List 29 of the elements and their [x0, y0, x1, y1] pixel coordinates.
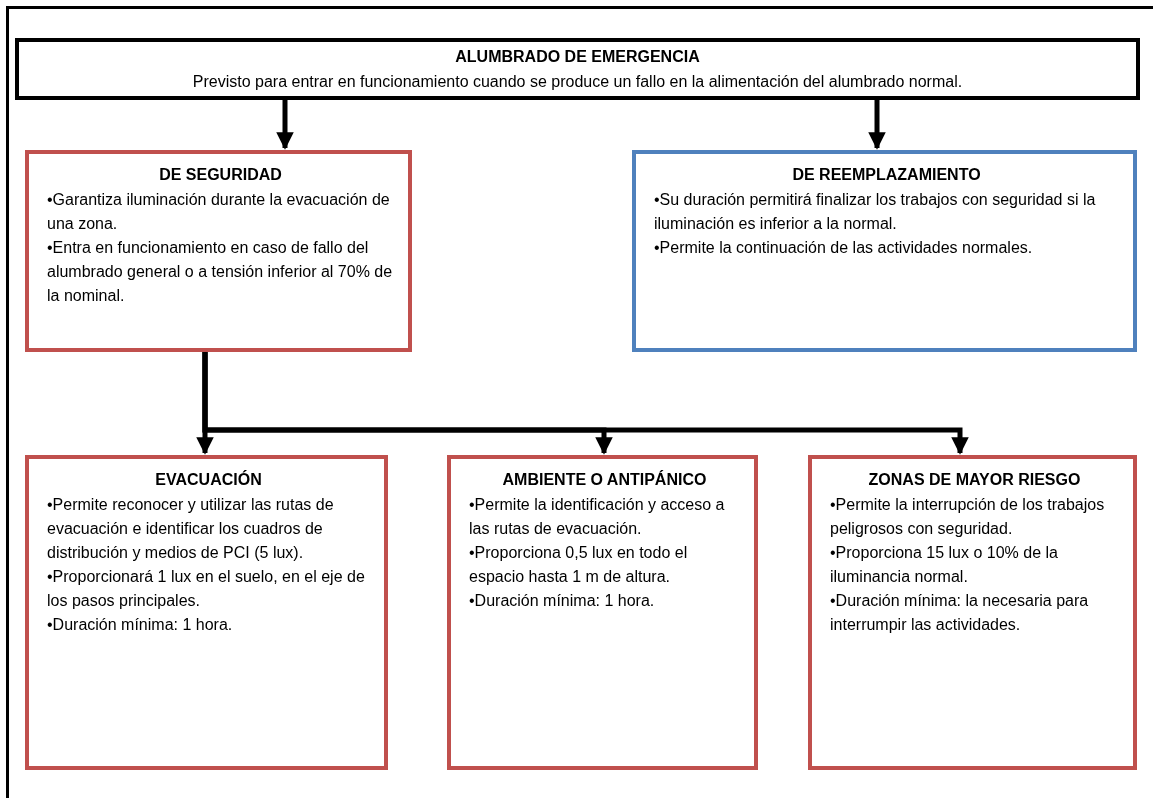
bullet-text: •Permite la identificación y acceso a las rutas de evacuación. [469, 494, 726, 539]
bullet-text: •Proporciona 15 lux o 10% de la iluminancia normal. [830, 542, 1059, 587]
category-box [632, 150, 1137, 352]
arrow [202, 352, 969, 455]
arrow [868, 100, 886, 150]
bullet-text: •Garantiza iluminación durante la evacuación de una zona. [47, 189, 391, 234]
box-heading: ZONAS DE MAYOR RIESGO [867, 470, 1082, 490]
box-heading: ALUMBRADO DE EMERGENCIA [454, 47, 701, 67]
box-heading: AMBIENTE O ANTIPÁNICO [501, 469, 708, 490]
category-box [25, 455, 388, 770]
bullet-text: •Duración mínima: 1 hora. [469, 590, 656, 611]
bullet-text: •Duración mínima: la necesaria para interrumpir las actividades. [830, 590, 1090, 635]
bullet-text: •Su duración permitirá finalizar los trabajos con seguridad si la iluminación es inferior a la normal. [654, 189, 1097, 234]
category-box [808, 455, 1137, 770]
box-description: Previsto para entrar en funcionamiento cuando se produce un fallo en la alimentación del alumbrado normal. [191, 71, 964, 92]
bullet-text: •Permite la interrupción de los trabajos peligrosos con seguridad. [830, 494, 1106, 539]
bullet-text: •Proporciona 0,5 lux en todo el espacio hasta 1 m de altura. [469, 542, 689, 587]
box-heading: DE SEGURIDAD [158, 165, 283, 185]
category-box [447, 455, 758, 770]
bullet-text: •Permite reconocer y utilizar las rutas de evacuación e identificar los cuadros de distribución y medios de PCI (5 lux). [47, 494, 335, 563]
box-heading: DE REEMPLAZAMIENTO [791, 165, 982, 185]
bullet-text: •Proporcionará 1 lux en el suelo, en el eje de los pasos principales. [47, 566, 366, 611]
title-box [15, 38, 1140, 100]
arrow [276, 100, 294, 150]
category-box [25, 150, 412, 352]
bullet-text: •Entra en funcionamiento en caso de fallo del alumbrado general o a tensión inferior al 70% de la nominal. [47, 237, 394, 306]
bullet-text: •Permite la continuación de las actividades normales. [654, 237, 1034, 258]
bullet-text: •Duración mínima: 1 hora. [47, 614, 234, 635]
box-heading: EVACUACIÓN [154, 469, 263, 490]
